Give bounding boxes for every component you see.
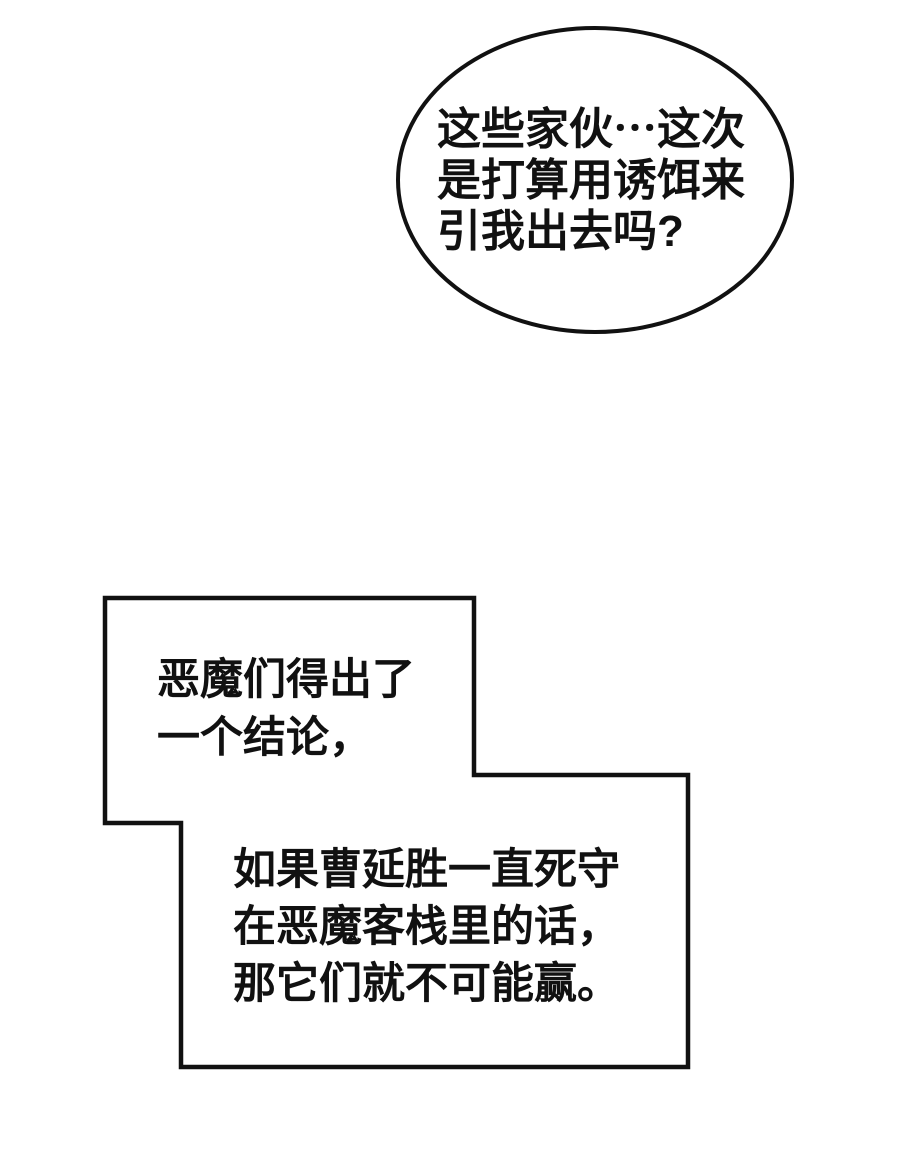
speech-bubble-text: 这些家伙⋯这次 是打算用诱饵来 引我出去吗?: [437, 105, 745, 256]
speech-bubble-shape: [396, 26, 794, 334]
narration-box-shape: [102, 595, 691, 1070]
narration-paragraph-1: 恶魔们得出了 一个结论，: [157, 656, 415, 762]
narration-paragraph-2: 如果曹延胜一直死守 在恶魔客栈里的话， 那它们就不可能赢。: [233, 846, 620, 1008]
